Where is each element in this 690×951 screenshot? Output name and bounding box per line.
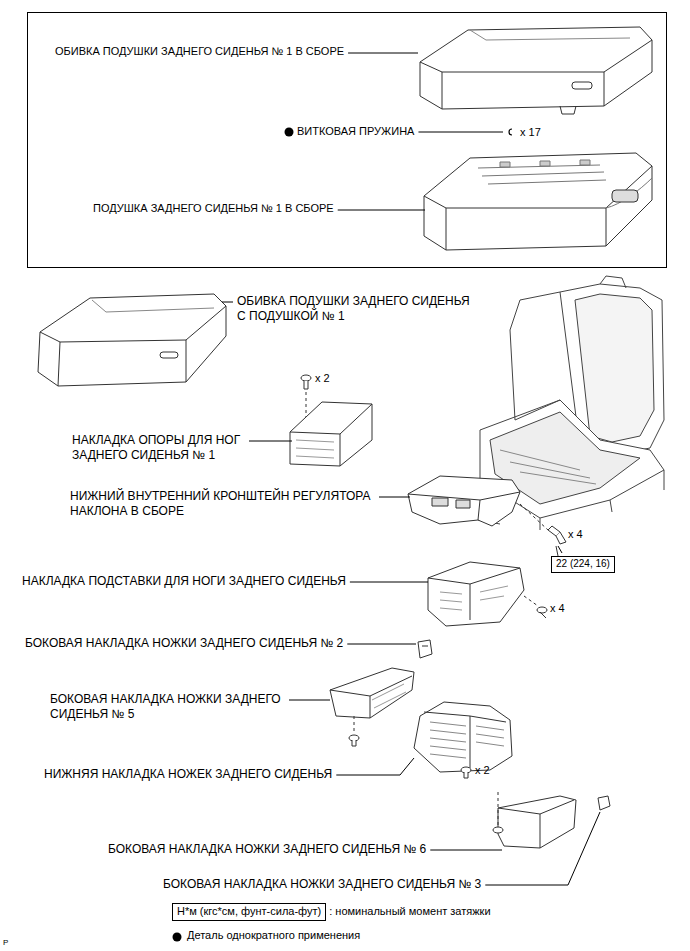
leader-line — [338, 210, 425, 211]
cushion-cover — [420, 27, 652, 114]
quantity: x 17 — [520, 126, 541, 140]
leader-line — [249, 441, 292, 442]
quantity: x 2 — [315, 372, 330, 386]
part-name: БОКОВАЯ НАКЛАДКА НОЖКИ ЗАДНЕГО СИДЕНЬЯ №… — [50, 692, 285, 722]
part-name: ОБИВКА ПОДУШКИ ЗАДНЕГО СИДЕНЬЯ № 1 В СБО… — [55, 45, 344, 59]
recliner-bracket — [408, 476, 548, 530]
side-cover-2 — [418, 640, 432, 658]
leader-line — [485, 812, 600, 885]
torque-value-box: 22 (224, 16) — [551, 556, 615, 573]
side-cover-5 — [330, 668, 414, 746]
part-name: БОКОВАЯ НАКЛАДКА НОЖКИ ЗАДНЕГО СИДЕНЬЯ №… — [108, 842, 426, 857]
group-frame: ОБИВКА ПОДУШКИ ЗАДНЕГО СИДЕНЬЯ № 1 В СБО… — [27, 12, 667, 268]
part-name: НАКЛАДКА ОПОРЫ ДЛЯ НОГ ЗАДНЕГО СИДЕНЬЯ №… — [72, 433, 245, 463]
leader-line — [222, 302, 233, 303]
box-text: Н*м (кгс*см, фунт-сила-фут) — [177, 905, 321, 917]
leader-line — [348, 53, 418, 54]
part-name: ВИТКОВАЯ ПРУЖИНА — [297, 125, 414, 139]
box-text: 22 (224, 16) — [556, 558, 610, 569]
bolt — [537, 607, 547, 618]
part-name: ОБИВКА ПОДУШКИ ЗАДНЕГО СИДЕНЬЯ С ПОДУШКО… — [237, 294, 474, 324]
quantity: x 2 — [475, 764, 490, 778]
part-name: ПОДУШКА ЗАДНЕГО СИДЕНЬЯ № 1 В СБОРЕ — [93, 202, 334, 216]
leader-line — [336, 758, 414, 775]
leader-line — [350, 582, 428, 583]
leader-line — [430, 850, 502, 851]
one-time-use-mark — [173, 933, 182, 942]
leader-line — [418, 132, 503, 133]
part-name: БОКОВАЯ НАКЛАДКА НОЖКИ ЗАДНЕГО СИДЕНЬЯ №… — [163, 877, 481, 892]
figure-code: P — [3, 938, 8, 948]
leader-line — [289, 700, 330, 701]
bolt — [548, 526, 566, 556]
part-name: НИЖНИЙ ВНУТРЕННИЙ КРОНШТЕЙН РЕГУЛЯТОРА Н… — [70, 489, 375, 519]
quantity: x 4 — [568, 528, 583, 542]
lower-leg-cover — [414, 702, 512, 772]
part-name: БОКОВАЯ НАКЛАДКА НОЖКИ ЗАДНЕГО СИДЕНЬЯ №… — [25, 636, 343, 651]
leader-line — [558, 546, 562, 553]
one-time-use-mark — [285, 128, 294, 137]
footrest-pad — [290, 402, 372, 466]
cushion-pad — [424, 153, 652, 250]
screw — [461, 767, 471, 778]
cushion-with-cover — [38, 294, 226, 386]
quantity: x 4 — [550, 602, 565, 616]
torque-legend-box: Н*м (кгс*см, фунт-сила-фут) — [172, 903, 326, 921]
leader-line — [379, 497, 410, 498]
coil-spring — [509, 129, 512, 135]
part-name: НАКЛАДКА ПОДСТАВКИ ДЛЯ НОГИ ЗАДНЕГО СИДЕ… — [22, 574, 346, 589]
leader-line — [347, 644, 416, 645]
footrest-cover — [428, 562, 538, 626]
legend-text: Деталь однократного применения — [187, 929, 360, 943]
part-name: НИЖНЯЯ НАКЛАДКА НОЖЕК ЗАДНЕГО СИДЕНЬЯ — [44, 767, 332, 782]
legend-text: : номинальный момент затяжки — [329, 905, 490, 919]
side-cover-6 — [493, 792, 576, 848]
side-cover-3 — [598, 796, 610, 810]
